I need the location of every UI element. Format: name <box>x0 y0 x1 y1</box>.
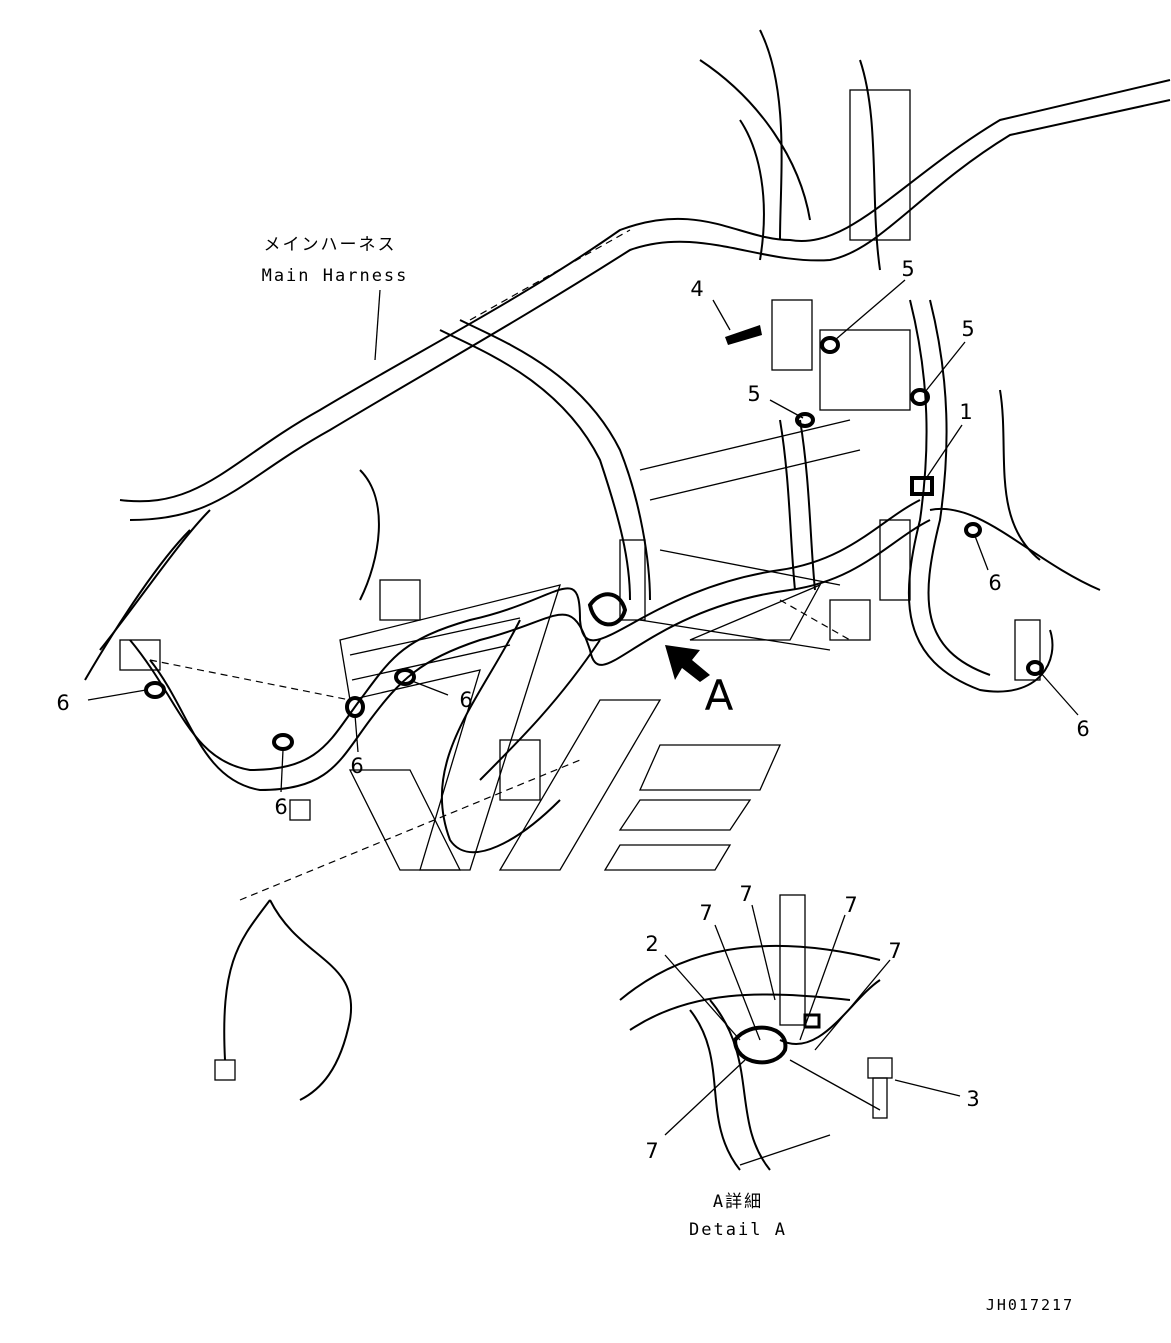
clamps <box>144 325 1044 751</box>
callout-7: 7 <box>844 893 857 917</box>
detail-a-drawing <box>619 894 893 1171</box>
callout-6: 6 <box>459 688 472 712</box>
callout-5: 5 <box>901 257 914 281</box>
callout-7: 7 <box>739 882 752 906</box>
callout-4: 4 <box>690 277 703 301</box>
callout-6: 6 <box>988 571 1001 595</box>
callout-5: 5 <box>747 382 760 406</box>
view-marker-a: A <box>705 671 734 720</box>
callout-2: 2 <box>645 932 658 956</box>
title-jp: メインハーネス <box>264 235 397 255</box>
callout-3: 3 <box>966 1087 979 1111</box>
callout-7: 7 <box>699 901 712 925</box>
main-harness-wires <box>84 29 1171 1101</box>
connectors <box>119 89 1041 1081</box>
callout-6: 6 <box>1076 717 1089 741</box>
callout-6: 6 <box>56 691 69 715</box>
callout-7: 7 <box>645 1139 658 1163</box>
callout-6: 6 <box>274 795 287 819</box>
callout-5: 5 <box>961 317 974 341</box>
callout-1: 1 <box>959 400 972 424</box>
leader-lines <box>87 279 1079 1136</box>
callout-7: 7 <box>888 939 901 963</box>
detail-title-jp: A詳細 <box>713 1192 763 1212</box>
callout-6: 6 <box>350 754 363 778</box>
title-en: Main Harness <box>262 266 409 286</box>
view-arrow <box>665 645 710 682</box>
drawing-code: JH017217 <box>986 1296 1074 1314</box>
detail-title-en: Detail A <box>689 1220 787 1240</box>
